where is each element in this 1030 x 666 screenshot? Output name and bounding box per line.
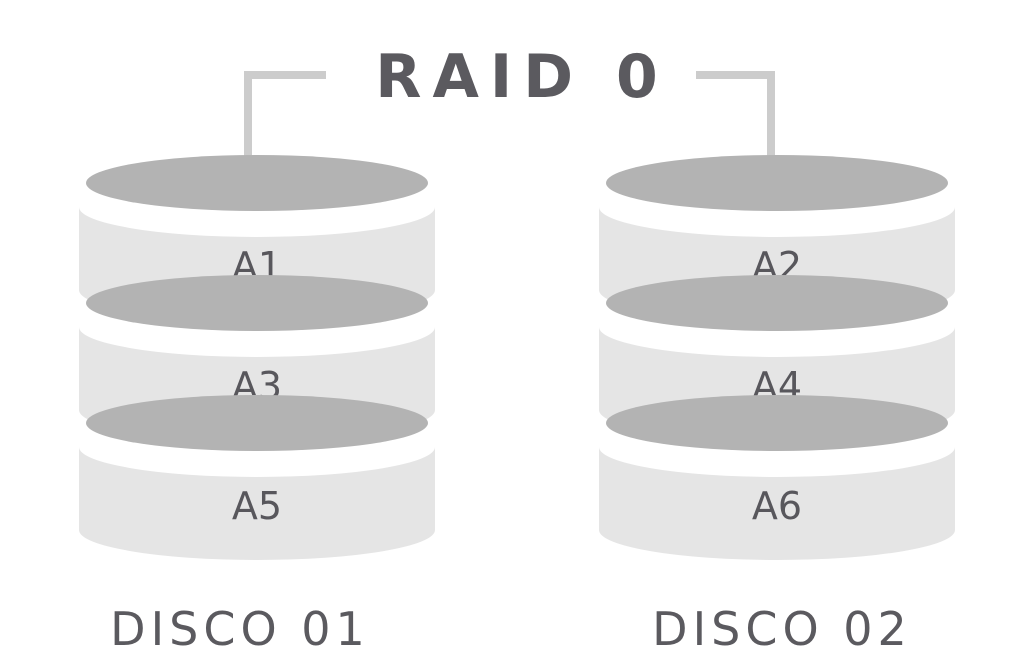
platter-rim <box>599 438 955 477</box>
platter-top-face <box>86 155 428 211</box>
platter-top-face <box>606 275 948 331</box>
platter-side <box>599 447 955 560</box>
platter-top-face <box>606 155 948 211</box>
platter-top-face <box>86 275 428 331</box>
disk-label-02: DISCO 02 <box>652 602 912 656</box>
platter-top-face <box>86 395 428 451</box>
platter-rim <box>79 318 435 357</box>
platter-rim <box>79 198 435 237</box>
platter-rim <box>599 318 955 357</box>
platter-rim <box>79 438 435 477</box>
platter-top-face <box>606 395 948 451</box>
platter-side <box>79 447 435 560</box>
disk-platter: A6 <box>599 395 955 560</box>
disk-platter: A5 <box>79 395 435 560</box>
connector-right <box>696 71 775 171</box>
block-label: A5 <box>232 484 282 528</box>
diagram-title: RAID 0 <box>375 42 668 112</box>
connector-left <box>244 71 326 171</box>
block-label: A6 <box>752 484 802 528</box>
disk-label-01: DISCO 01 <box>110 602 370 656</box>
platter-rim <box>599 198 955 237</box>
